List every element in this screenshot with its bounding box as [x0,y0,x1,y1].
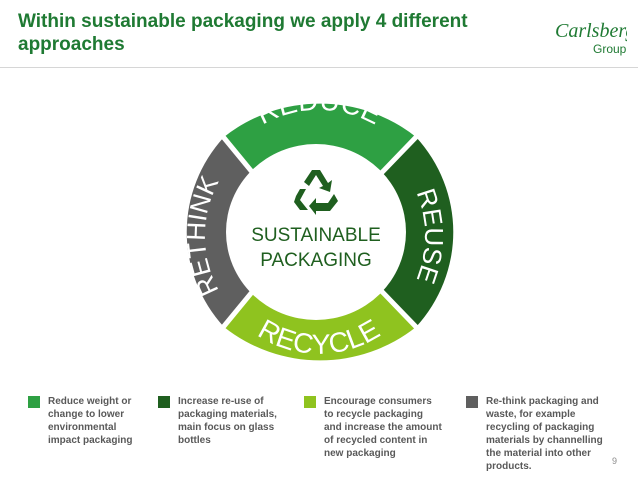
legend-item-rethink: Re-think packaging and waste, for exampl… [466,395,614,473]
header-divider [0,67,638,68]
legend-swatch-rethink [466,396,478,408]
center-text-line2: PACKAGING [260,250,372,271]
legend-swatch-recycle [304,396,316,408]
legend-text-reuse: Increase re-use of packaging materials, … [178,396,277,446]
legend-text-rethink: Re-think packaging and waste, for exampl… [486,396,603,472]
legend-swatch-reuse [158,396,170,408]
legend-item-reuse: Increase re-use of packaging materials, … [158,395,280,447]
carlsberg-logo: Carlsberg Group [555,20,627,56]
legend-swatch-reduce [28,396,40,408]
logo-sub: Group [593,42,627,56]
legend-text-recycle: Encourage consumers to recycle packaging… [324,396,442,459]
center-text-line1: SUSTAINABLE [251,225,381,246]
legend-text-reduce: Reduce weight or change to lower environ… [48,396,133,446]
center-disk [226,144,406,320]
legend-item-recycle: Encourage consumers to recycle packaging… [304,395,442,460]
logo-brand: Carlsberg [555,20,627,42]
page-title: Within sustainable packaging we apply 4 … [18,11,468,55]
page-number: 9 [612,456,618,466]
legend-item-reduce: Reduce weight or change to lower environ… [28,395,146,447]
recycle-icon [294,170,338,215]
